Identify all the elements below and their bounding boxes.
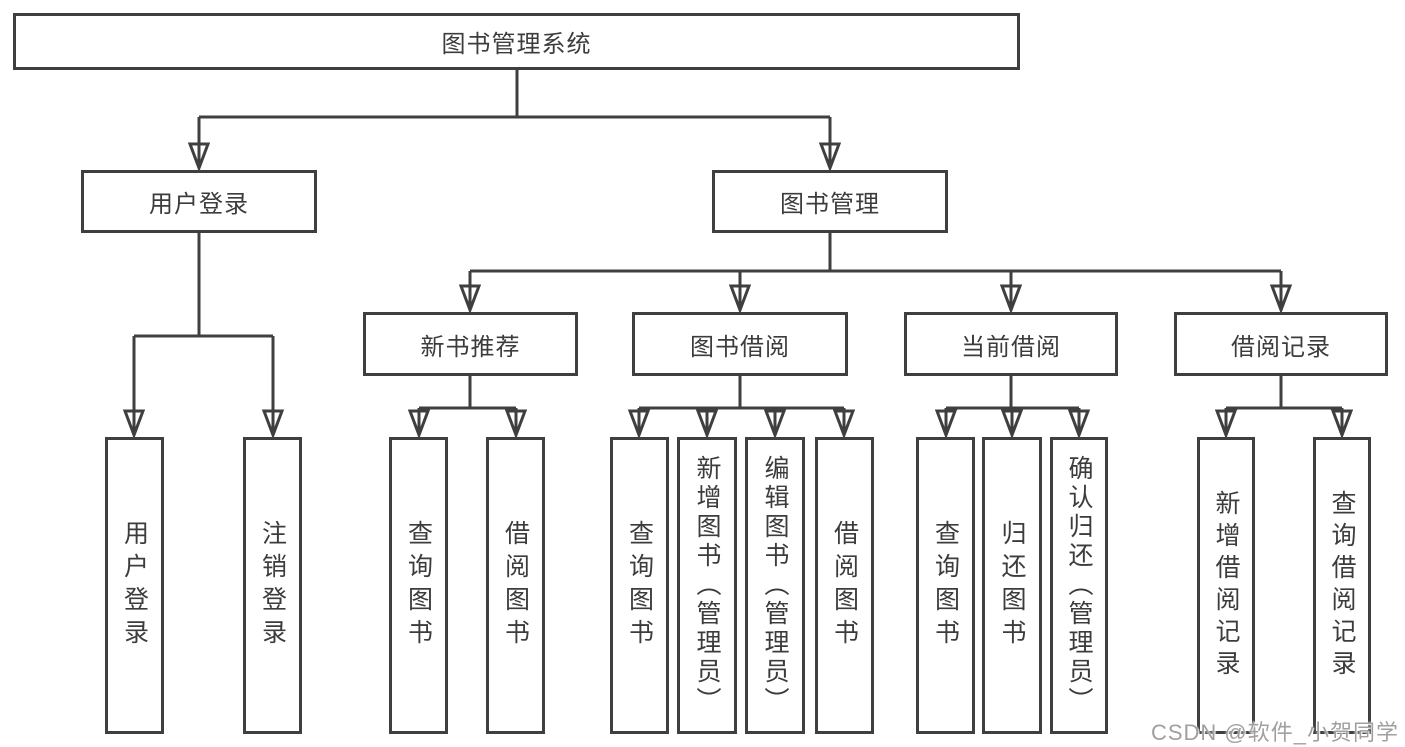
node-label: 编辑图书（管理员）: [761, 455, 789, 716]
node-label: 借阅图书: [501, 519, 530, 652]
node-query-books-recommend: 查询图书: [389, 437, 448, 734]
node-label: 注销登录: [258, 519, 287, 652]
connector-book-mgmt-to-level3: [458, 233, 1293, 315]
node-label: 用户登录: [149, 191, 249, 218]
node-borrow-books-recommend: 借阅图书: [486, 437, 545, 734]
node-add-borrow-record: 新增借阅记录: [1197, 437, 1255, 734]
node-system-root: 图书管理系统: [13, 13, 1020, 70]
node-label: 新增借阅记录: [1212, 489, 1240, 682]
node-add-books-admin: 新增图书（管理员）: [677, 437, 737, 734]
node-label: 查询借阅记录: [1328, 489, 1356, 682]
csdn-watermark: CSDN @软件_小贺同学: [1150, 720, 1399, 745]
node-current-borrowing: 当前借阅: [904, 312, 1118, 376]
node-borrowing-records: 借阅记录: [1174, 312, 1388, 376]
connector-user-login-children: [122, 233, 285, 440]
node-label: 归还图书: [998, 519, 1026, 652]
node-label: 借阅图书: [830, 519, 859, 652]
node-label: 图书借阅: [690, 333, 790, 361]
node-label: 借阅记录: [1231, 333, 1331, 361]
node-new-book-recommend: 新书推荐: [363, 312, 578, 376]
node-book-management: 图书管理: [712, 170, 948, 233]
node-label: 查询图书: [625, 519, 654, 652]
node-return-books: 归还图书: [982, 437, 1042, 734]
node-label: 图书管理系统: [441, 31, 592, 58]
node-confirm-return-admin: 确认归还（管理员）: [1050, 437, 1108, 734]
node-label: 查询图书: [404, 519, 433, 652]
node-user-login-leaf: 用户登录: [105, 437, 164, 734]
node-query-books-borrowing: 查询图书: [610, 437, 669, 734]
node-edit-books-admin: 编辑图书（管理员）: [745, 437, 805, 734]
connector-borrow-records-children: [1214, 376, 1354, 440]
node-label: 查询图书: [931, 519, 960, 652]
node-label: 当前借阅: [961, 333, 1061, 361]
node-label: 新增图书（管理员）: [693, 455, 721, 716]
node-logout: 注销登录: [243, 437, 302, 734]
node-query-borrow-record: 查询借阅记录: [1313, 437, 1371, 734]
node-label: 新书推荐: [420, 333, 521, 361]
node-borrow-books-borrowing: 借阅图书: [815, 437, 874, 734]
node-label: 图书管理: [780, 191, 880, 218]
node-query-books-current: 查询图书: [916, 437, 975, 734]
connector-book-borrow-children: [627, 376, 856, 440]
node-book-borrowing: 图书借阅: [632, 312, 848, 376]
connector-root-to-level2: [187, 70, 842, 173]
node-user-login: 用户登录: [81, 170, 317, 233]
node-label: 用户登录: [120, 519, 149, 652]
node-label: 确认归还（管理员）: [1065, 455, 1093, 716]
connector-new-book-rec-children: [407, 376, 528, 440]
connector-current-borrow-children: [934, 376, 1091, 440]
